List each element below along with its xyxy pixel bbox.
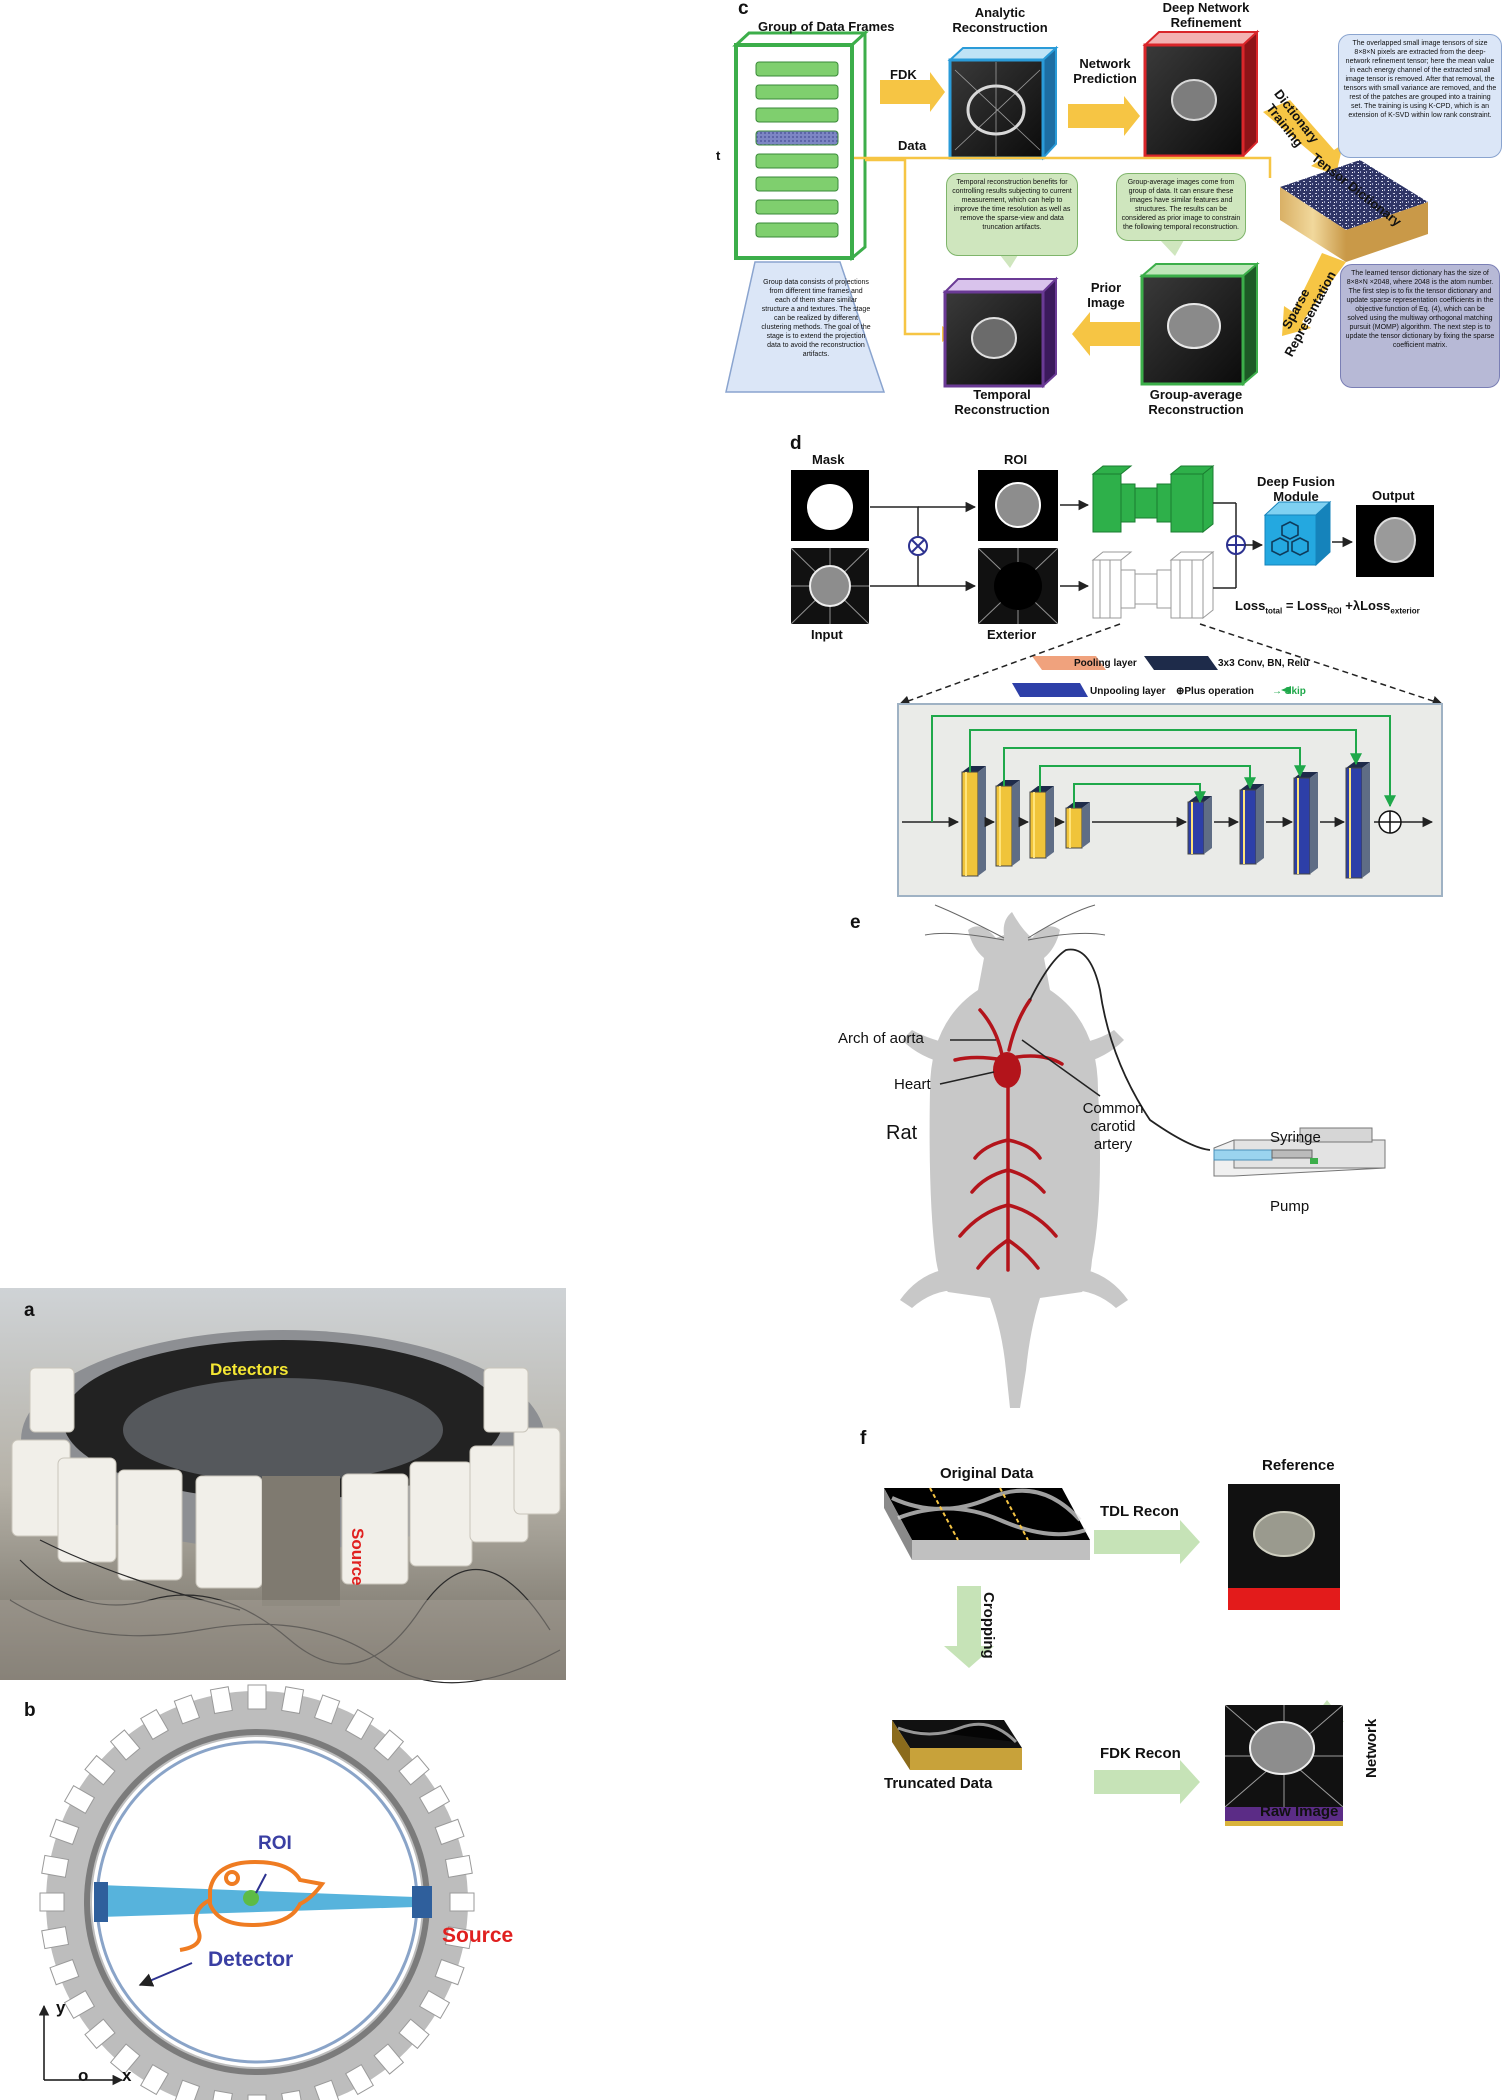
source-block (412, 1886, 432, 1918)
legend-conv-label: 3x3 Conv, BN, Relu (1218, 656, 1309, 671)
unet-block-side (1204, 796, 1212, 854)
label-temporal-recon: Temporal Reconstruction (942, 387, 1062, 417)
panel-label-d: d (790, 433, 802, 455)
label-roi-b: ROI (258, 1836, 292, 1851)
data-frame (756, 62, 838, 76)
panel-label-a: a (24, 1300, 35, 1322)
unet-block (1294, 778, 1310, 874)
label-arch-aorta: Arch of aorta (838, 1030, 924, 1047)
axis-o-label: o (78, 2068, 88, 2083)
unet-block (996, 786, 1012, 866)
label-pump: Pump (1270, 1198, 1309, 1215)
label-deep-refine: Deep Network Refinement (1146, 0, 1266, 30)
ring-module (282, 1687, 304, 1714)
note-dictionary-training: The overlapped small image tensors of si… (1338, 34, 1502, 158)
label-syringe: Syringe (1270, 1129, 1321, 1146)
ring-module (42, 1927, 69, 1949)
ring-module (40, 1893, 64, 1911)
label-t-marker: t (716, 148, 720, 163)
label-reference: Reference (1262, 1458, 1335, 1473)
label-detectors: Detectors (210, 1362, 288, 1377)
panel-e-rat-illustration (900, 905, 1385, 1408)
panel-label-c: c (738, 0, 749, 20)
label-original-data: Original Data (940, 1466, 1033, 1481)
data-frame (756, 200, 838, 214)
detector-block (94, 1882, 108, 1922)
unet-block-side (978, 766, 986, 876)
loss-formula: Losstotal = LossROI +λLossexterior (1235, 598, 1420, 619)
unet-block (1030, 792, 1046, 858)
unet-block (1346, 768, 1362, 878)
axis-x-label: x (122, 2068, 131, 2083)
label-fdk: FDK (890, 67, 917, 82)
ring-module (450, 1893, 474, 1911)
legend-pooling-label: Pooling layer (1074, 656, 1137, 671)
label-cropping: Cropping (981, 1592, 996, 1659)
label-exterior: Exterior (987, 627, 1036, 642)
data-frame (756, 223, 838, 237)
label-truncated-data: Truncated Data (884, 1776, 992, 1791)
ring-module (248, 1685, 266, 1709)
label-roi-d: ROI (1004, 452, 1027, 467)
unet-block-side (1046, 786, 1054, 858)
panel-label-e: e (850, 912, 861, 934)
ring-module (210, 1687, 232, 1714)
panel-label-f: f (860, 1428, 866, 1450)
unet-block-side (1310, 772, 1318, 874)
label-fusion-module: Deep Fusion Module (1246, 474, 1346, 504)
note-sparse-representation: The learned tensor dictionary has the si… (1340, 264, 1500, 388)
label-input: Input (811, 627, 843, 642)
unet-block-side (1256, 784, 1264, 864)
current-frame (756, 131, 838, 145)
unet-block (962, 772, 978, 876)
label-raw-image: Raw Image (1260, 1804, 1338, 1819)
data-frame (756, 177, 838, 191)
ring-module (42, 1855, 69, 1877)
ring-module (446, 1855, 473, 1877)
label-rat: Rat (886, 1122, 917, 1145)
label-group-frames: Group of Data Frames (758, 19, 895, 34)
panel-d-diagram (791, 466, 1442, 896)
unet-block-side (1082, 802, 1090, 848)
ring-module (248, 2095, 266, 2100)
label-output: Output (1372, 488, 1415, 503)
label-network-prediction: Network Prediction (1065, 56, 1145, 86)
data-frame (756, 108, 838, 122)
label-mask: Mask (812, 452, 845, 467)
legend-skip-label: → Skip (1272, 684, 1306, 699)
legend-unpooling-label: Unpooling layer (1090, 684, 1166, 699)
label-detector-b: Detector (208, 1952, 293, 1967)
label-network-f: Network (1364, 1719, 1379, 1778)
panel-label-b: b (24, 1700, 36, 1722)
unet-block (1188, 802, 1204, 854)
data-frame (756, 154, 838, 168)
unet-block-side (1012, 780, 1020, 866)
legend-plus-label: ⊕Plus operation (1176, 684, 1254, 699)
label-carotid: Common carotid artery (1072, 1100, 1154, 1154)
label-group-avg-recon: Group-average Reconstruction (1132, 387, 1260, 417)
label-source-b: Source (442, 1928, 513, 1943)
label-tdl-recon: TDL Recon (1100, 1504, 1179, 1519)
data-frame (756, 85, 838, 99)
panel-a-photo (0, 1288, 566, 1683)
unet-block (1066, 808, 1082, 848)
unet-block (1240, 790, 1256, 864)
note-group-average: Group-average images come from group of … (1116, 173, 1246, 241)
note-group-data: Group data consists of projections from … (757, 274, 875, 386)
label-analytic-recon: Analytic Reconstruction (940, 5, 1060, 35)
axis-y-label: y (56, 2000, 65, 2015)
label-heart: Heart (894, 1076, 931, 1093)
label-fdk-recon: FDK Recon (1100, 1746, 1181, 1761)
mask-disk (807, 484, 853, 530)
note-temporal-recon: Temporal reconstruction benefits for con… (946, 173, 1078, 256)
label-source-photo: Source (350, 1528, 365, 1586)
label-prior-image: Prior Image (1078, 280, 1134, 310)
unet-block-side (1362, 762, 1370, 878)
label-data: Data (898, 138, 926, 153)
panel-b-ring-schematic (40, 1685, 474, 2100)
